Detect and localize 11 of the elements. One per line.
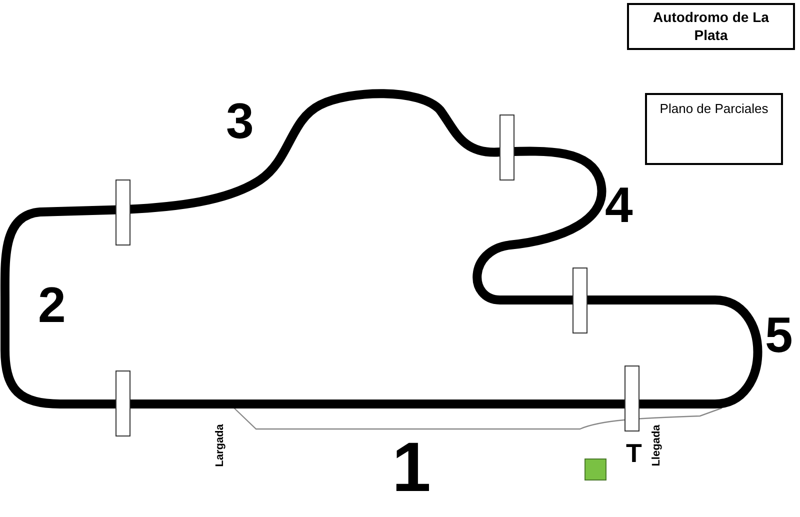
- sector-number: 1: [392, 432, 431, 502]
- panel-heading: Plano de Parciales: [660, 100, 768, 118]
- timing-label: T: [626, 440, 642, 466]
- sector-number: 2: [38, 280, 66, 330]
- track-label: Llegada: [651, 424, 662, 466]
- sector-number: 4: [605, 180, 633, 230]
- track-label: Largada: [214, 424, 226, 467]
- sector-number: 5: [765, 310, 793, 360]
- legend-panel: [645, 93, 783, 165]
- title-box: Autodromo de La Plata: [627, 3, 795, 50]
- sector-number: 3: [226, 96, 254, 146]
